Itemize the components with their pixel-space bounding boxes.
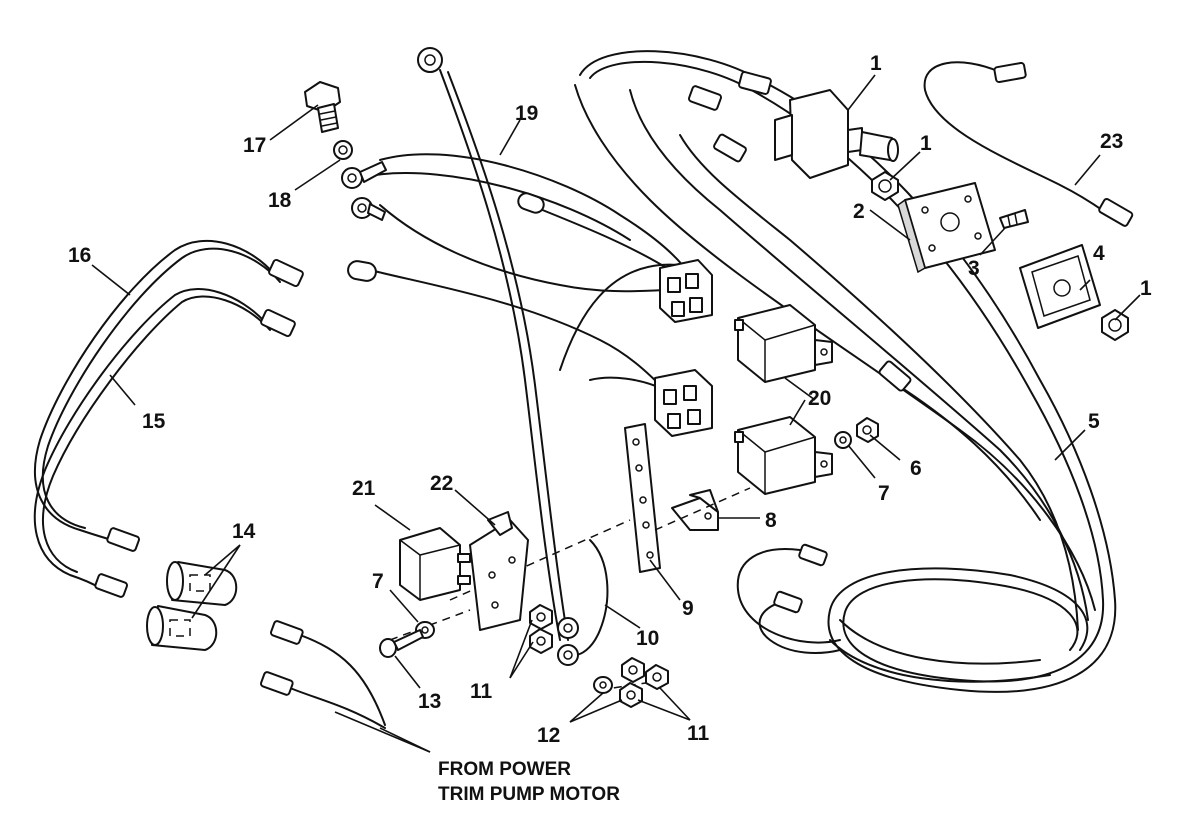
lead-15 bbox=[33, 288, 296, 598]
nut-right bbox=[1101, 309, 1129, 341]
relay-lower bbox=[734, 416, 833, 495]
callout-3: 3 bbox=[968, 257, 980, 280]
callout-16: 16 bbox=[68, 244, 91, 267]
callout-10: 10 bbox=[636, 627, 659, 650]
callout-2: 2 bbox=[853, 200, 865, 223]
callout-12: 12 bbox=[537, 724, 560, 747]
callout-1-right: 1 bbox=[1140, 277, 1152, 300]
callout-19: 19 bbox=[515, 102, 538, 125]
circuit-breaker bbox=[399, 527, 471, 601]
lead-wire-23 bbox=[923, 61, 1134, 227]
nuts-11-left bbox=[529, 604, 553, 654]
caption-line-2: TRIM PUMP MOTOR bbox=[438, 784, 620, 805]
lead-10 bbox=[557, 539, 609, 666]
washer-7-right bbox=[834, 431, 852, 449]
callout-1-nut: 1 bbox=[920, 132, 932, 155]
ring-terminals bbox=[333, 140, 387, 221]
callout-18: 18 bbox=[268, 189, 292, 212]
callout-8: 8 bbox=[765, 509, 777, 532]
relay-upper bbox=[734, 304, 833, 383]
callout-17: 17 bbox=[243, 134, 266, 157]
mounting-strap-9 bbox=[624, 423, 661, 573]
callout-22: 22 bbox=[430, 472, 453, 495]
screw-small bbox=[999, 209, 1029, 229]
mounting-plate bbox=[897, 182, 996, 274]
callout-1-switch: 1 bbox=[870, 52, 882, 75]
callout-7-right: 7 bbox=[878, 482, 890, 505]
callout-9: 9 bbox=[682, 597, 694, 620]
boot-upper bbox=[166, 561, 238, 606]
bolt bbox=[304, 81, 341, 133]
leader-lines bbox=[91, 74, 1141, 753]
nut-6 bbox=[856, 417, 879, 443]
wire-bundle-19 bbox=[369, 153, 706, 391]
nuts-11-lower bbox=[619, 657, 669, 708]
relay-plug-upper bbox=[659, 259, 713, 323]
boot-lower bbox=[146, 605, 218, 651]
washers-12 bbox=[593, 676, 613, 694]
harness-connectors bbox=[688, 71, 912, 614]
pump-motor-caption: FROM POWER TRIM PUMP MOTOR bbox=[438, 759, 620, 805]
caption-line-1: FROM POWER bbox=[438, 759, 571, 780]
callout-labels: 1 1 1 2 3 4 5 6 7 7 8 9 10 11 11 12 13 1… bbox=[68, 52, 1152, 747]
callout-5: 5 bbox=[1088, 410, 1100, 433]
callout-13: 13 bbox=[418, 690, 441, 713]
gasket bbox=[1019, 244, 1101, 329]
callout-14: 14 bbox=[232, 520, 256, 543]
pump-motor-leads bbox=[260, 620, 386, 729]
screw-13 bbox=[379, 629, 424, 658]
callout-11-left: 11 bbox=[470, 680, 493, 703]
bracket-8 bbox=[671, 489, 719, 531]
callout-4: 4 bbox=[1093, 242, 1105, 265]
bullet-connectors bbox=[347, 192, 545, 282]
callout-20: 20 bbox=[808, 387, 831, 410]
lead-16 bbox=[34, 239, 304, 552]
relay-plug-lower bbox=[654, 369, 713, 437]
callout-7-left: 7 bbox=[372, 570, 384, 593]
callout-11-right: 11 bbox=[687, 722, 710, 745]
callout-21: 21 bbox=[352, 477, 376, 500]
callout-23: 23 bbox=[1100, 130, 1123, 153]
toggle-switch bbox=[774, 89, 899, 179]
callout-15: 15 bbox=[142, 410, 166, 433]
breaker-bracket bbox=[469, 511, 529, 631]
callout-6: 6 bbox=[910, 457, 922, 480]
